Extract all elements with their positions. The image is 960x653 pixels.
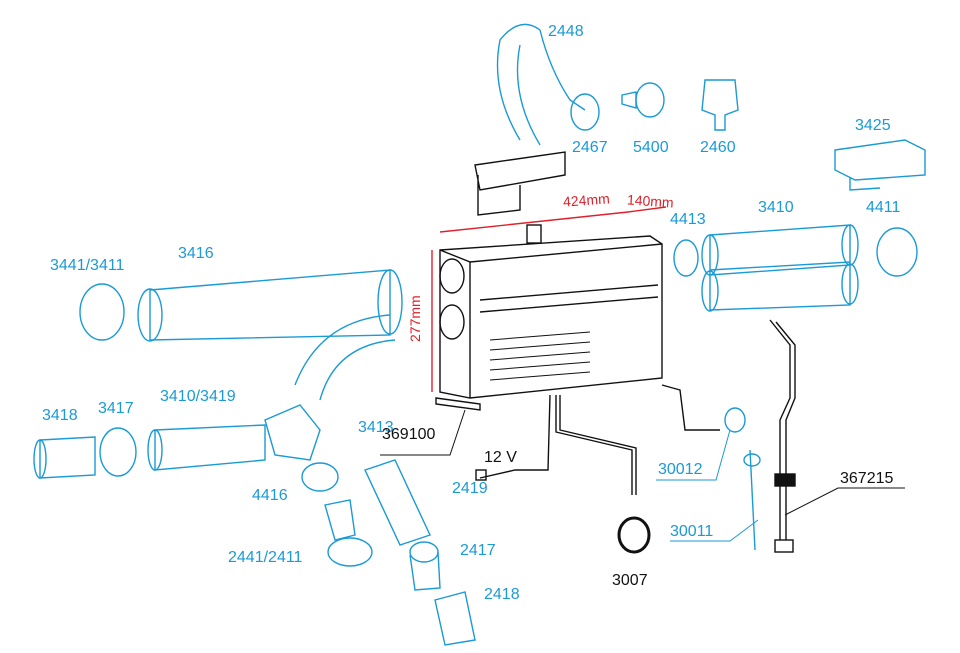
dimension-width: 424mm (562, 190, 611, 210)
label-3441-3411: 3441/3411 (50, 257, 125, 274)
label-2417: 2417 (460, 542, 496, 559)
label-3007: 3007 (612, 572, 648, 589)
label-4411: 4411 (866, 199, 901, 216)
label-3417: 3417 (98, 400, 134, 417)
label-2418: 2418 (484, 586, 520, 603)
label-4416: 4416 (252, 487, 288, 504)
label-30012: 30012 (658, 461, 703, 478)
dimension-depth: 140mm (626, 191, 675, 211)
label-367215: 367215 (840, 470, 894, 487)
label-30011: 30011 (670, 523, 714, 540)
label-3416: 3416 (178, 245, 214, 262)
label-2448: 2448 (548, 23, 584, 40)
label-3410-3419: 3410/3419 (160, 388, 236, 405)
label-4413: 4413 (670, 211, 706, 228)
label-12v: 12 V (484, 449, 517, 466)
leader-lines (380, 409, 905, 542)
label-3425: 3425 (855, 117, 891, 134)
label-369100: 369100 (382, 426, 436, 443)
label-3413: 3413 (358, 419, 394, 436)
label-2460: 2460 (700, 139, 736, 156)
label-3410: 3410 (758, 199, 794, 216)
label-5400: 5400 (633, 139, 669, 156)
label-2467: 2467 (572, 139, 608, 156)
label-3418: 3418 (42, 407, 78, 424)
label-2419: 2419 (452, 480, 488, 497)
blue-parts (33, 23, 926, 646)
label-2441-2411: 2441/2411 (228, 549, 303, 566)
heater-unit (435, 151, 796, 554)
dimension-lines (431, 206, 667, 392)
dimension-height: 277mm (407, 295, 423, 342)
